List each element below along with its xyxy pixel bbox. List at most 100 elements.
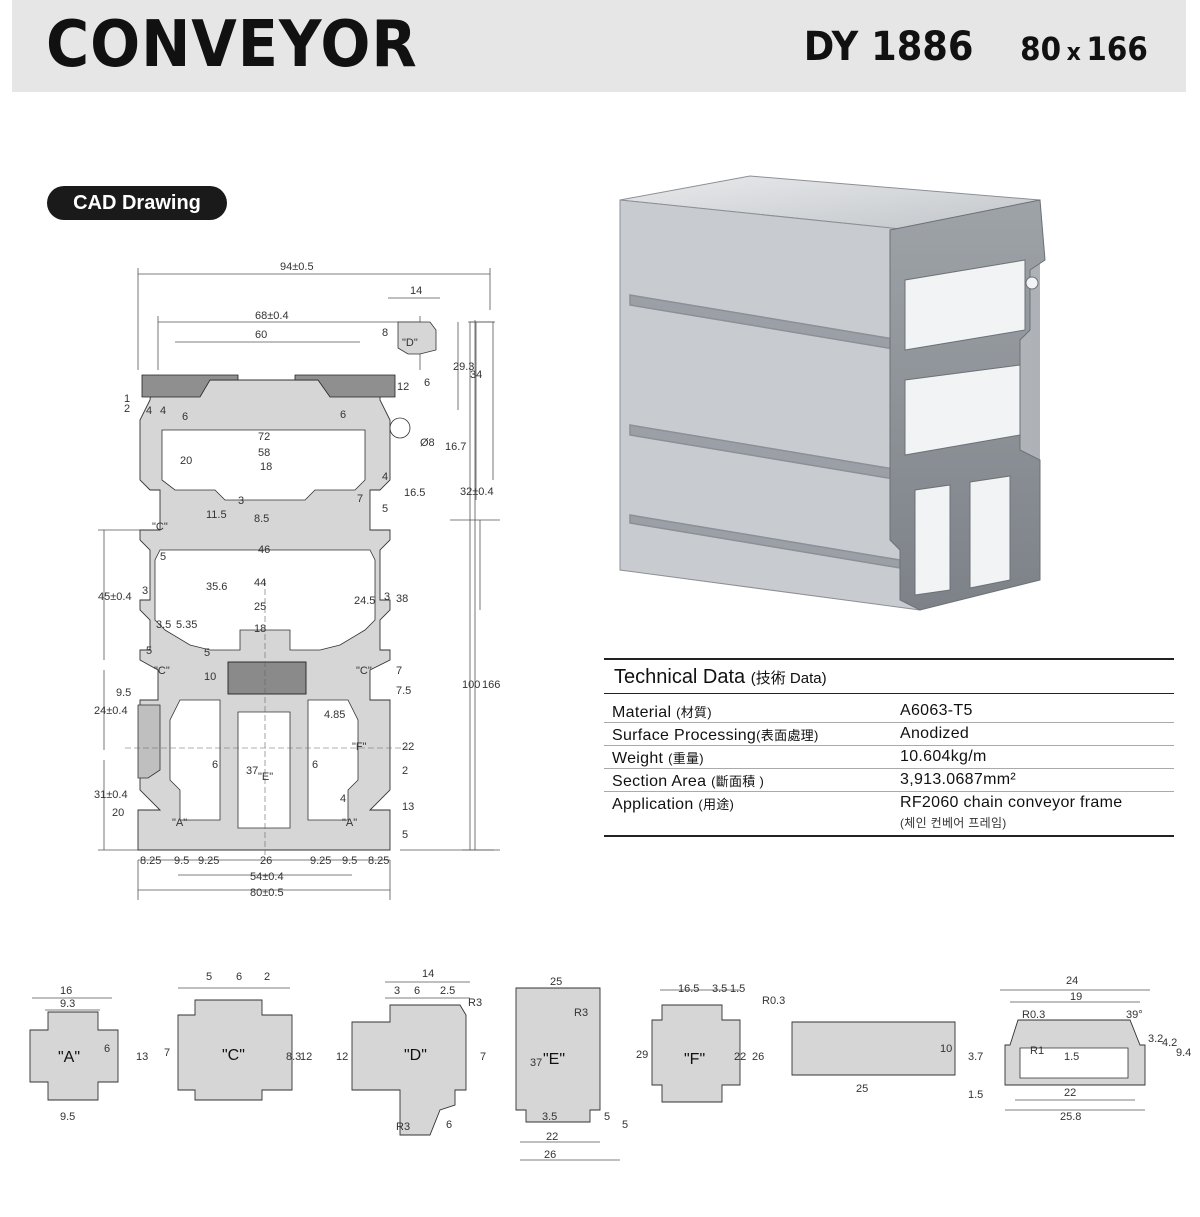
value-text: RF2060 chain conveyor frame (900, 794, 1123, 811)
dim-9-5b: 9.5 (342, 855, 357, 867)
detail-d-12: 12 (336, 1051, 348, 1063)
dim-9-25a: 9.25 (198, 855, 219, 867)
dim-4c: 4 (382, 471, 388, 483)
row-key: Surface Processing(表面處理) (604, 722, 892, 746)
dim-26: 26 (260, 855, 272, 867)
detail-d-14: 14 (422, 968, 434, 980)
dim-72: 72 (258, 431, 270, 443)
key-cjk: (表面處理) (756, 728, 819, 743)
dim-4a: 4 (146, 405, 152, 417)
e-slot-label: "E" (258, 771, 273, 783)
dim-8-25a: 8.25 (140, 855, 161, 867)
detail-d-7: 7 (480, 1051, 486, 1063)
detail-c-2: 2 (264, 971, 270, 983)
detail-a-9-3: 9.3 (60, 998, 75, 1010)
technical-data-panel: Technical Data (技術 Data) Material (材質) A… (604, 658, 1174, 837)
detail-d-2-5: 2.5 (440, 985, 455, 997)
detail-e-25: 25 (550, 976, 562, 988)
dim-2b: 2 (402, 765, 408, 777)
detail-e-22: 22 (546, 1131, 558, 1143)
dim-58: 58 (258, 447, 270, 459)
dim-34: 34 (470, 369, 482, 381)
dim-3-5: 3.5 (156, 619, 171, 631)
detail-a-13: 13 (136, 1051, 148, 1063)
detail-d-r3b: R3 (396, 1121, 410, 1133)
c-slot-left-label: "C" (154, 665, 170, 677)
detail-rail-9-4: 9.4 (1176, 1047, 1191, 1059)
detail-e-37: 37 (530, 1057, 542, 1069)
row-value: RF2060 chain conveyor frame (체인 컨베어 프레임) (892, 792, 1174, 832)
dim-8-5: 8.5 (254, 513, 269, 525)
dim-18: 18 (260, 461, 272, 473)
detail-d-6: 6 (414, 985, 420, 997)
detail-rail-19: 19 (1070, 991, 1082, 1003)
dim-32: 32±0.4 (460, 486, 494, 498)
dim-20: 20 (180, 455, 192, 467)
size-height: 166 (1086, 30, 1148, 68)
cad-cross-section-drawing: 94±0.5 14 68±0.4 60 8 29.3 34 "D" 12 6 6… (94, 261, 500, 900)
dim-60: 60 (255, 329, 267, 341)
detail-e-5a: 5 (604, 1111, 610, 1123)
dim-25: 25 (254, 601, 266, 613)
dim-13: 13 (402, 801, 414, 813)
detail-d-6b: 6 (446, 1119, 452, 1131)
table-bottom-rule (604, 835, 1174, 837)
profile-3d-render (619, 175, 1046, 611)
detail-f-16-5: 16.5 (678, 983, 699, 995)
a-slot-left-label: "A" (172, 817, 187, 829)
row-value: 3,913.0687mm² (892, 768, 1174, 792)
key-text: Weight (612, 750, 664, 767)
dim-45: 45±0.4 (98, 591, 132, 603)
detail-rail-3-2: 3.2 (1148, 1033, 1163, 1045)
detail-rail-r0-3: R0.3 (1022, 1009, 1045, 1021)
row-value: 10.604kg/m (892, 745, 1174, 769)
dim-37: 37 (246, 765, 258, 777)
key-text: Material (612, 704, 672, 721)
row-key: Material (材質) (604, 700, 892, 723)
dim-35-6: 35.6 (206, 581, 227, 593)
dim-166: 166 (482, 679, 500, 691)
detail-e-5b: 5 (622, 1119, 628, 1131)
detail-rail-4-2: 4.2 (1162, 1037, 1177, 1049)
dim-9-5a: 9.5 (174, 855, 189, 867)
dim-1: 1 (124, 393, 130, 405)
dim-8-25b: 8.25 (368, 855, 389, 867)
detail-bar-25: 25 (856, 1083, 868, 1095)
dim-8: 8 (382, 327, 388, 339)
detail-rail-22: 22 (1064, 1087, 1076, 1099)
detail-d-label: "D" (404, 1047, 427, 1064)
detail-c-6: 6 (236, 971, 242, 983)
table-row: Material (材質) A6063-T5 (604, 700, 1174, 723)
row-value: Anodized (892, 722, 1174, 746)
dim-5d: 5 (204, 647, 210, 659)
detail-c-label: "C" (222, 1047, 245, 1064)
detail-e-26: 26 (544, 1149, 556, 1161)
f-slot-label: "F" (352, 741, 367, 753)
dim-24-5: 24.5 (354, 595, 375, 607)
dim-44: 44 (254, 577, 266, 589)
detail-rail-24: 24 (1066, 975, 1078, 987)
model-number: DY 1886 (804, 24, 974, 70)
detail-drawings: "A" "C" "D" "E" "F" 16 9.3 6 13 9.5 5 6 … (29, 968, 1191, 1161)
detail-rail-25-8: 25.8 (1060, 1111, 1081, 1123)
detail-a-9-5: 9.5 (60, 1111, 75, 1123)
dim-6e: 6 (312, 759, 318, 771)
tech-title-text: Technical Data (614, 666, 746, 688)
detail-rail-1-5a: 1.5 (1064, 1051, 1079, 1063)
table-row: Surface Processing(表面處理) Anodized (604, 722, 1174, 746)
key-cjk: (斷面積 ) (711, 774, 765, 789)
dim-6d: 6 (212, 759, 218, 771)
dim-54: 54±0.4 (250, 871, 284, 883)
dim-7a: 7 (357, 493, 363, 505)
dim-6a: 6 (424, 377, 430, 389)
value-note: (체인 컨베어 프레임) (900, 816, 1007, 830)
table-row: Weight (重量) 10.604kg/m (604, 745, 1174, 769)
detail-rail-3-7: 3.7 (968, 1051, 983, 1063)
detail-a-6: 6 (104, 1043, 110, 1055)
dim-10: 10 (204, 671, 216, 683)
dim-5a: 5 (382, 503, 388, 515)
key-text: Section Area (612, 773, 707, 790)
detail-rail-1-5b: 1.5 (968, 1089, 983, 1101)
dim-29-3: 29.3 (453, 361, 474, 373)
